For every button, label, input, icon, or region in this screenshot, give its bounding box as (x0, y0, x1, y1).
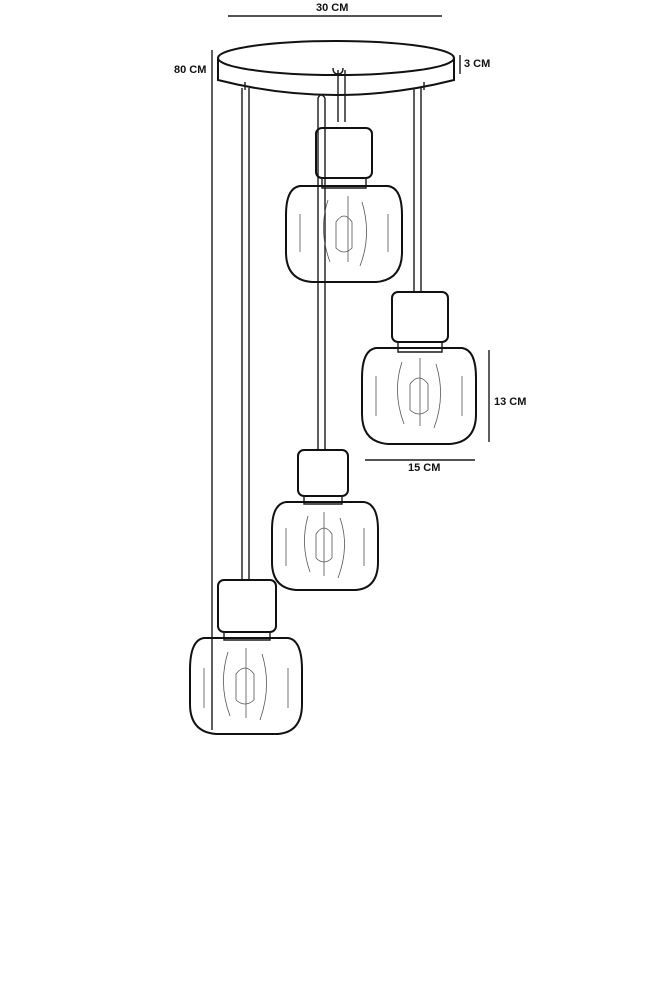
pendant-shade-top (285, 127, 403, 283)
canopy-height-label: 3 CM (464, 58, 491, 70)
canopy-width-label: 30 CM (316, 2, 349, 14)
shade-height-label: 13 CM (494, 396, 527, 408)
total-drop-label: 80 CM (174, 64, 207, 76)
pendant-shade-middle (271, 449, 379, 591)
suspension-cords (241, 70, 422, 580)
ceiling-canopy (217, 40, 455, 96)
pendant-shade-right (361, 291, 477, 445)
shade-width-label: 15 CM (408, 462, 441, 474)
pendant-shade-bottom (189, 579, 303, 735)
